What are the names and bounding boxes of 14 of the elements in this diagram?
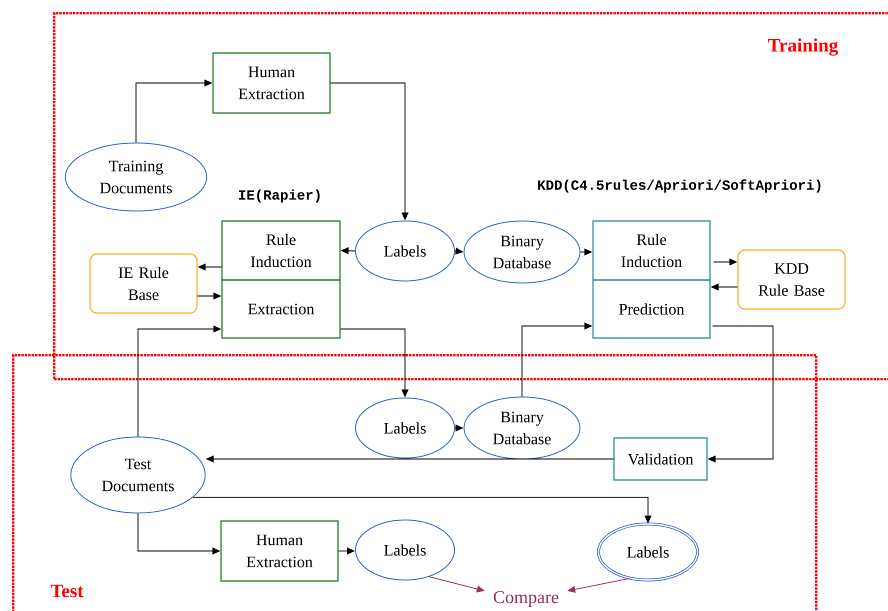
rule-base-box: KDD Rule Base (737, 249, 846, 310)
compare-text: Compare (494, 591, 558, 607)
method-label: IE(Rapier) (239, 189, 320, 203)
process-box: Rule Induction (592, 220, 711, 281)
rule-base-box: IE Rule Base (89, 253, 198, 314)
method-label: KDD(C4.5rules/Apriori/SoftApriori) (538, 179, 820, 193)
region-title: Training (768, 38, 838, 56)
process-box: Human Extraction (212, 52, 331, 114)
process-box: Prediction (592, 279, 711, 339)
process-box: Extraction (221, 279, 341, 339)
region-title: Test (50, 584, 84, 598)
process-box: Validation (613, 437, 708, 481)
process-box: Rule Induction (221, 220, 341, 281)
process-box: Human Extraction (220, 520, 339, 582)
